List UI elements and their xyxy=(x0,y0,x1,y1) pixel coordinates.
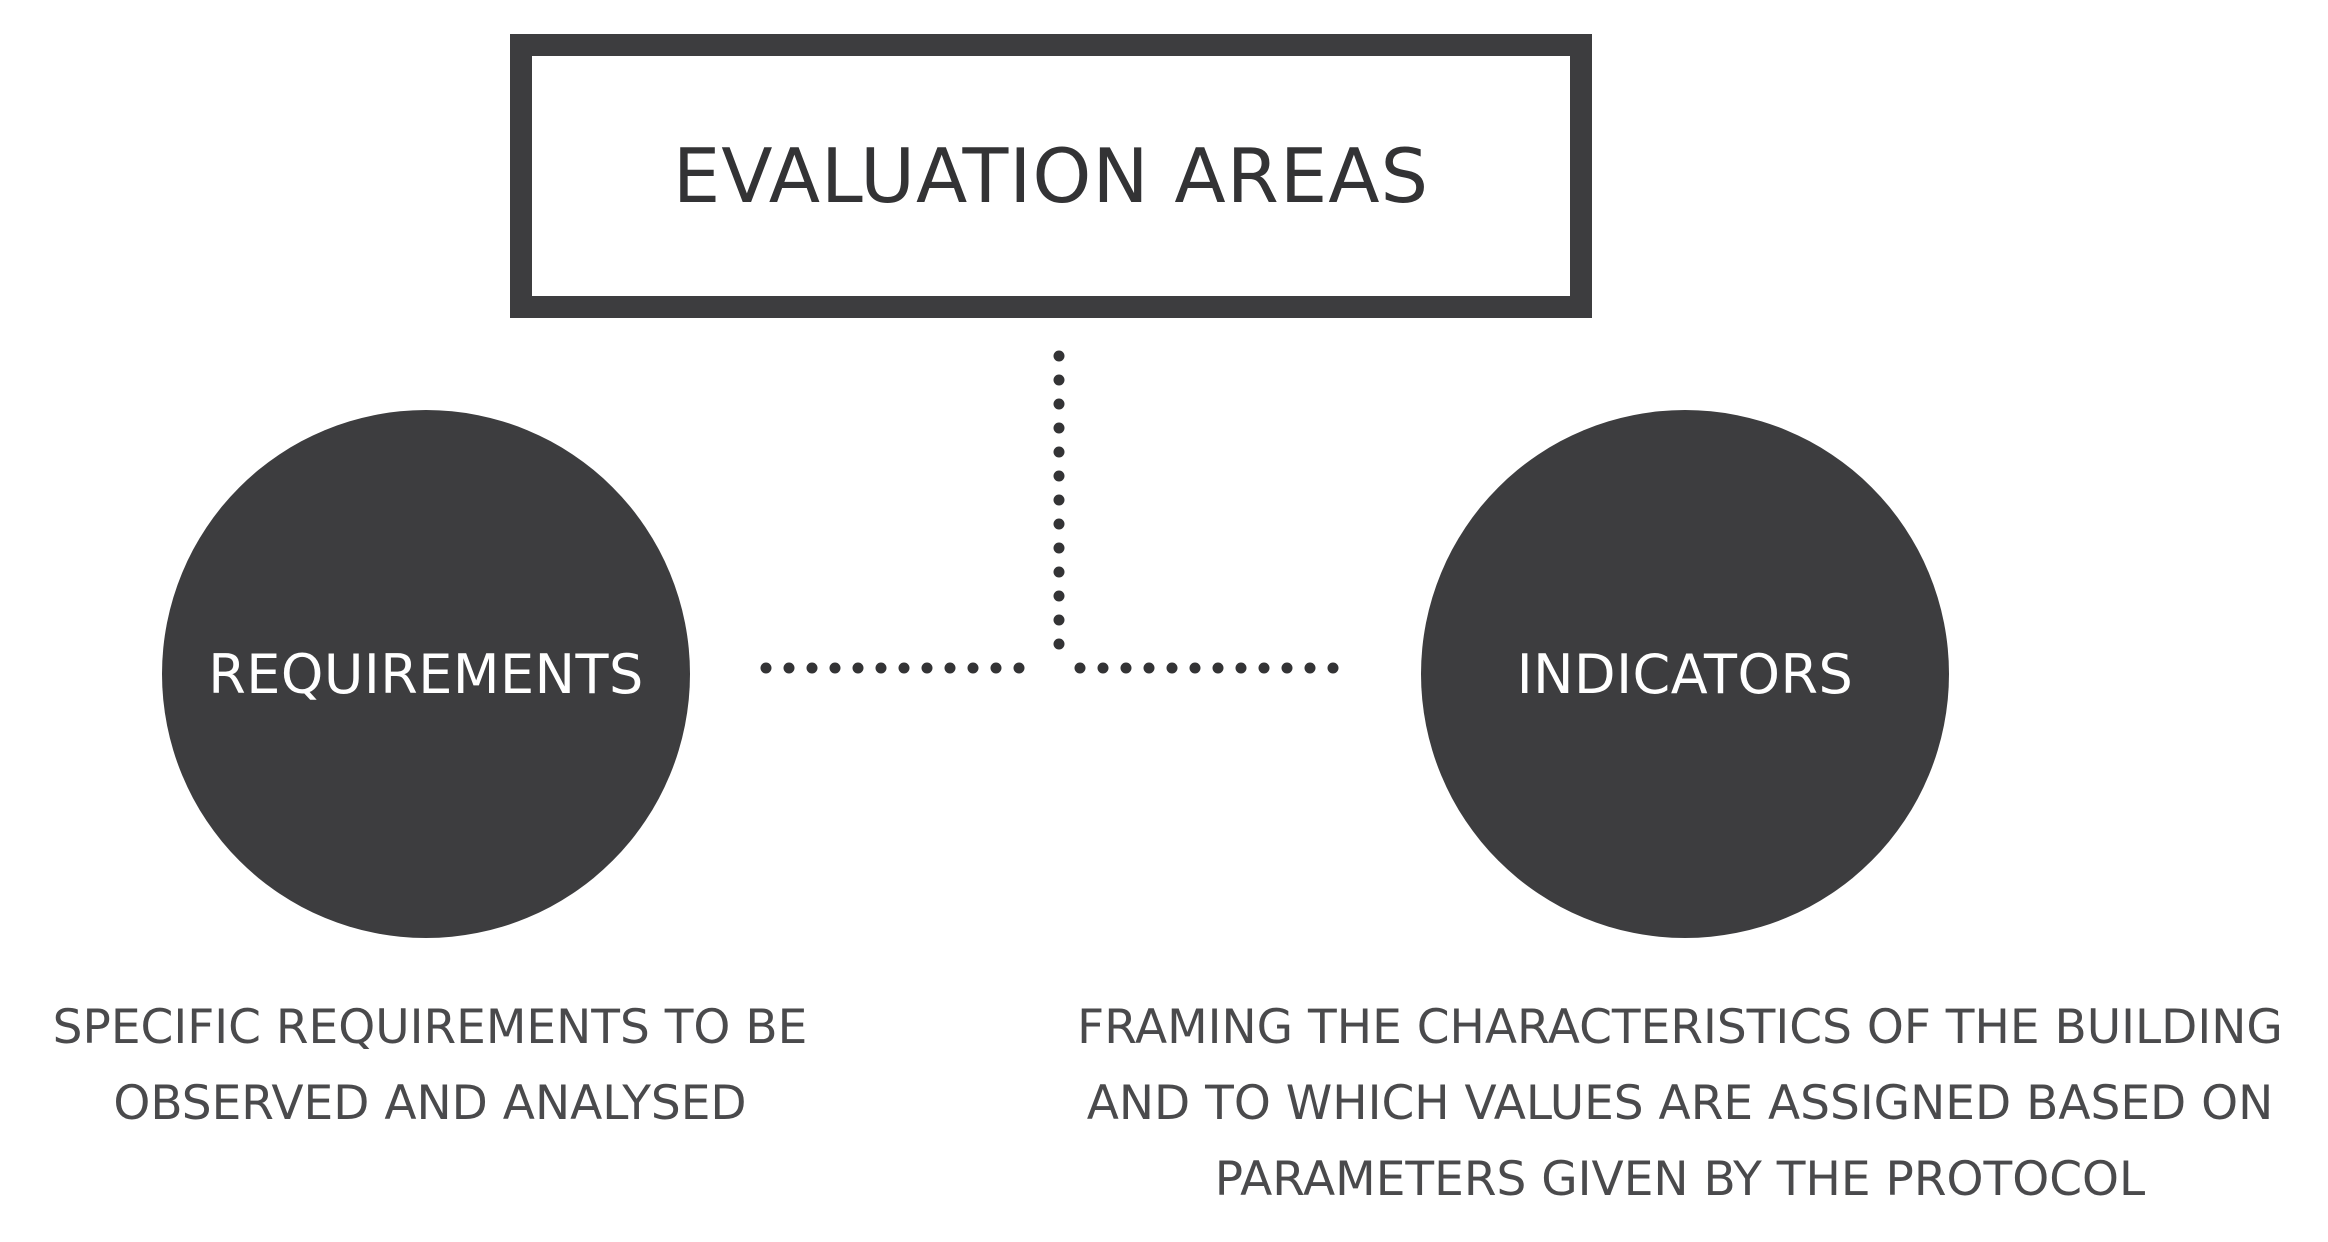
indicators-label: INDICATORS xyxy=(1516,642,1854,706)
evaluation-areas-label: EVALUATION AREAS xyxy=(672,132,1430,220)
indicators-node: INDICATORS xyxy=(1421,410,1949,938)
requirements-label: REQUIREMENTS xyxy=(208,642,644,706)
requirements-description: SPECIFIC REQUIREMENTS TO BE OBSERVED AND… xyxy=(52,1000,808,1131)
evaluation-areas-box: EVALUATION AREAS xyxy=(510,34,1592,318)
requirements-node: REQUIREMENTS xyxy=(162,410,690,938)
indicators-description: FRAMING THE CHARACTERISTICS OF THE BUILD… xyxy=(1077,1000,2283,1207)
